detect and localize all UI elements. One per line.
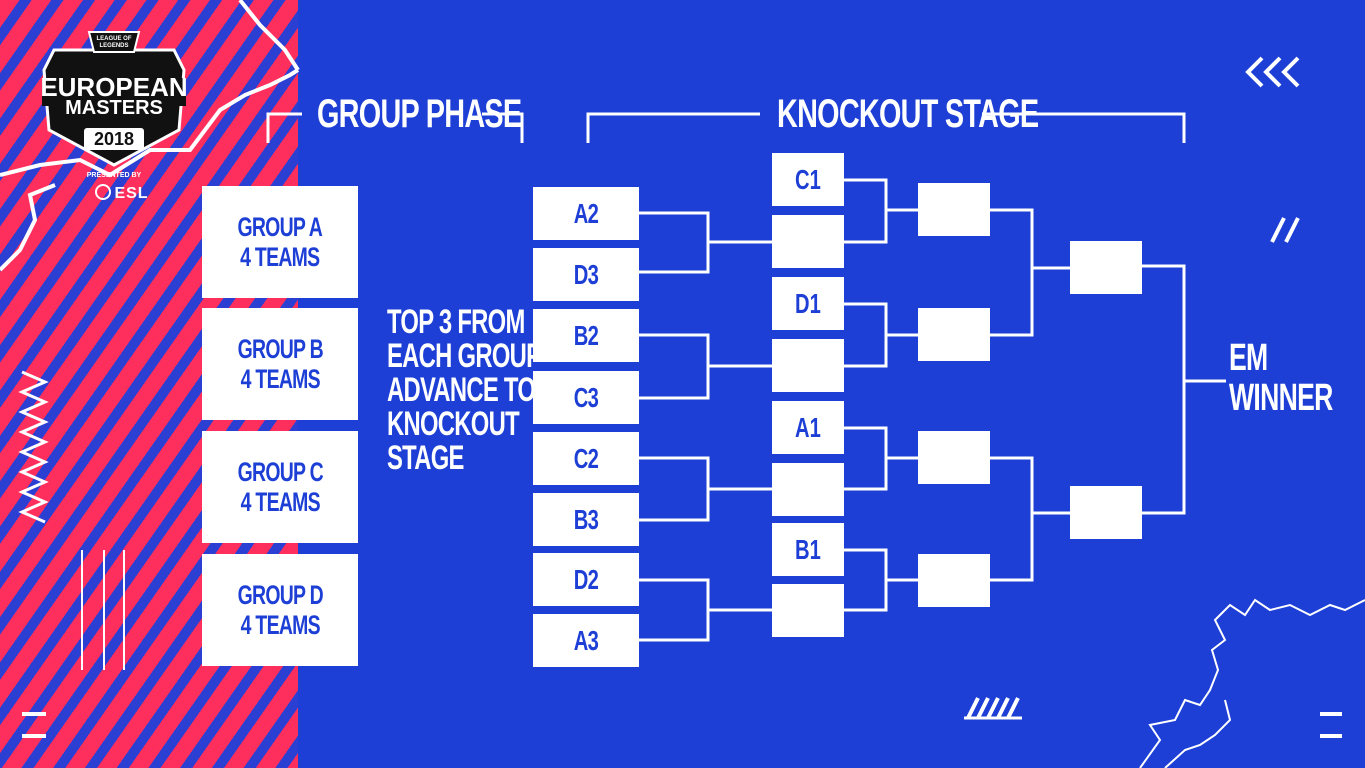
slot-label: D3 (573, 258, 599, 290)
group-name: GROUP C (237, 457, 323, 487)
logo-year: 2018 (93, 129, 135, 149)
esl-circle-icon (95, 184, 112, 200)
slot-label: B2 (573, 319, 599, 351)
em-winner-label: EM WINNER (1229, 338, 1333, 418)
european-masters-logo: LEAGUE OF LEGENDS EUROPEAN MASTERS 2018 … (34, 30, 194, 210)
round1-slot: A2 (533, 187, 639, 240)
quarterfinal-slot (772, 463, 844, 516)
logo-title-line2: MASTERS (65, 97, 163, 119)
group-team-count: 4 TEAMS (240, 610, 320, 640)
publisher-logo-text: LEAGUE OF LEGENDS (96, 36, 132, 49)
group-name: GROUP B (237, 334, 323, 364)
semifinal-slot (918, 431, 990, 484)
advance-note-line: ADVANCE TO (387, 371, 536, 409)
slot-label: C1 (795, 163, 821, 195)
group-team-count: 4 TEAMS (240, 487, 320, 517)
advance-note-line: KNOCKOUT (387, 405, 520, 443)
slot-label: B3 (573, 503, 599, 535)
slot-label: A2 (573, 197, 599, 229)
logo-title-line1: EUROPEAN (40, 72, 188, 102)
round1-slot: B2 (533, 309, 639, 362)
quarterfinal-slot (772, 339, 844, 392)
quarterfinal-slot: C1 (772, 153, 844, 206)
group-team-count: 4 TEAMS (240, 364, 320, 394)
quarterfinal-slot (772, 215, 844, 268)
group-name: GROUP D (237, 580, 323, 610)
semifinal-slot (918, 308, 990, 361)
esl-logo-text: ESL (114, 185, 149, 202)
round1-slot: C3 (533, 371, 639, 424)
knockout-stage-header: KNOCKOUT STAGE (777, 92, 1039, 136)
group-team-count: 4 TEAMS (240, 242, 320, 272)
logo-shield-icon (42, 31, 186, 167)
slot-label: C3 (573, 381, 599, 413)
advance-note-line: EACH GROUP (387, 337, 542, 375)
round1-slot: A3 (533, 614, 639, 667)
quarterfinal-slot: D1 (772, 277, 844, 330)
slot-label: C2 (573, 442, 599, 474)
advance-note-line: TOP 3 FROM (387, 303, 525, 341)
group-name: GROUP A (237, 212, 323, 242)
winner-label-line: EM (1229, 337, 1268, 379)
presented-by-label: PRESENTED BY (86, 172, 142, 179)
round1-slot: C2 (533, 432, 639, 485)
esl-logo: ESL (82, 184, 162, 203)
group-phase-header: GROUP PHASE (317, 92, 522, 136)
final-slot (1070, 241, 1142, 294)
advance-note: TOP 3 FROM EACH GROUP ADVANCE TO KNOCKOU… (387, 303, 542, 477)
round1-slot: D2 (533, 553, 639, 606)
round1-slot: D3 (533, 248, 639, 301)
slot-label: D2 (573, 563, 599, 595)
quarterfinal-slot: A1 (772, 401, 844, 454)
slot-label: A3 (573, 624, 599, 656)
slot-label: D1 (795, 287, 821, 319)
advance-note-line: STAGE (387, 439, 464, 477)
final-slot (1070, 486, 1142, 539)
semifinal-slot (918, 183, 990, 236)
slot-label: B1 (795, 533, 821, 565)
quarterfinal-slot (772, 584, 844, 637)
quarterfinal-slot: B1 (772, 523, 844, 576)
semifinal-slot (918, 554, 990, 607)
round1-slot: B3 (533, 493, 639, 546)
slot-label: A1 (795, 411, 821, 443)
winner-label-line: WINNER (1229, 377, 1333, 419)
